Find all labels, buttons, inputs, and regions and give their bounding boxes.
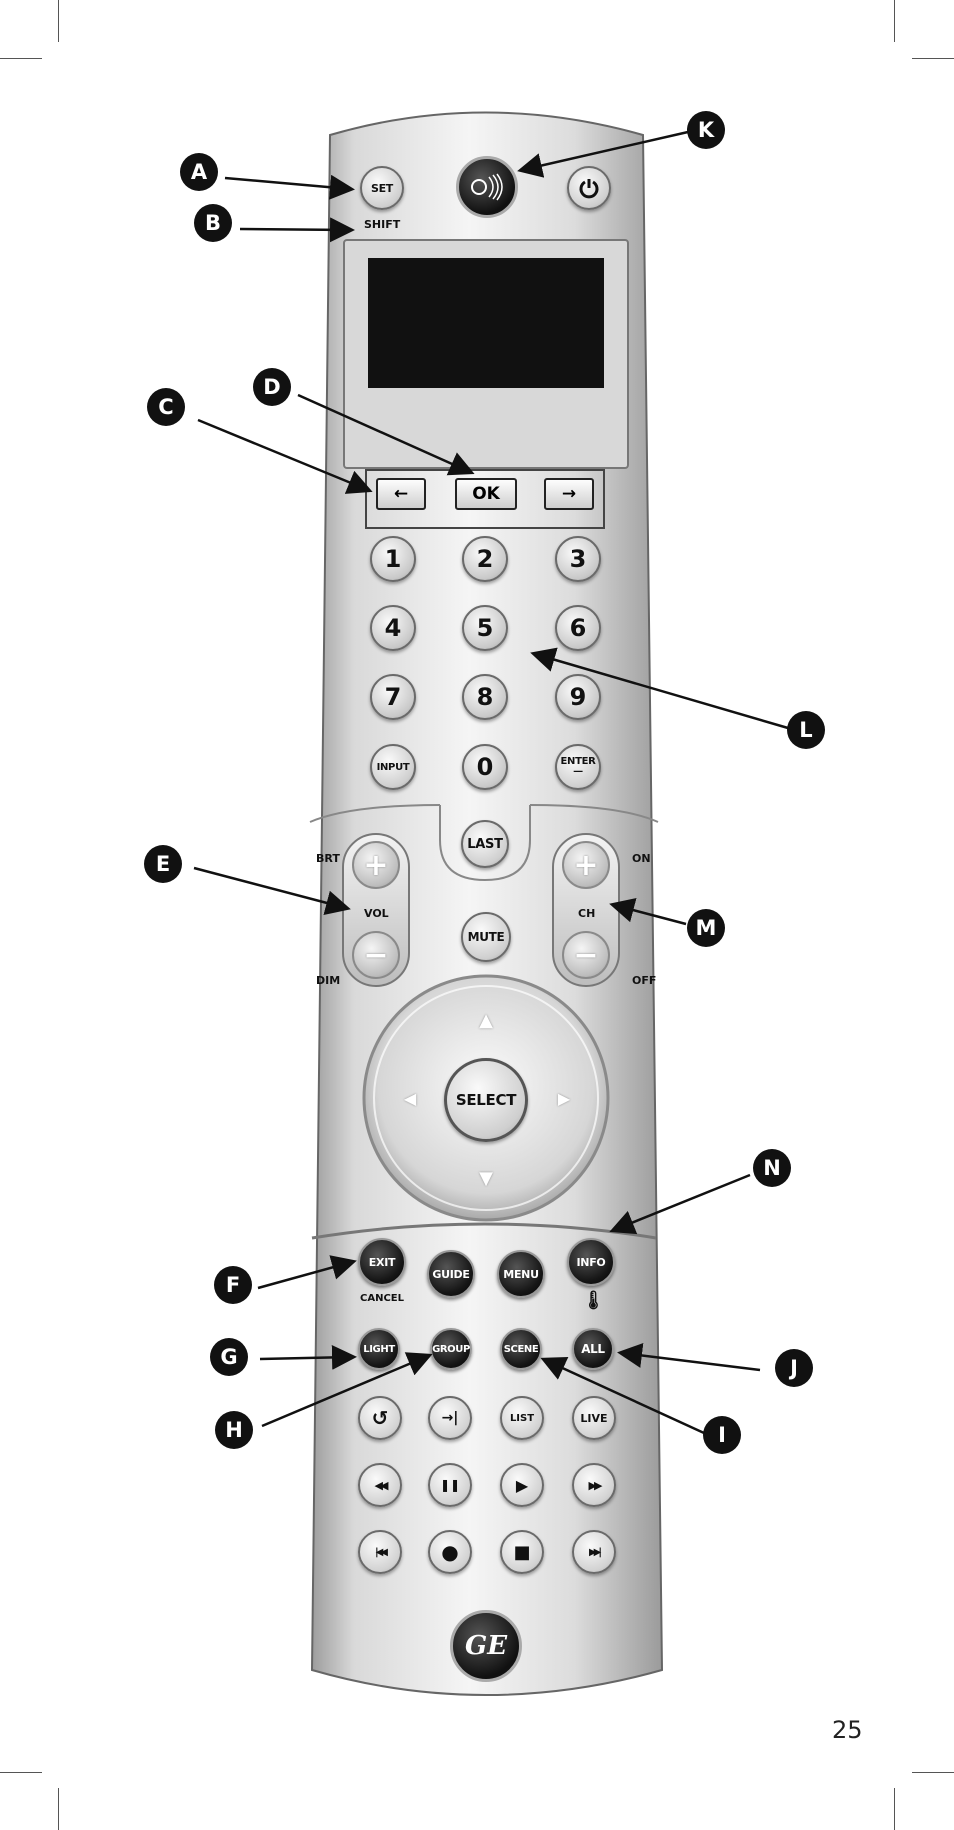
- callout-j: J: [775, 1349, 813, 1387]
- crop-mark: [0, 58, 42, 59]
- thermometer-icon: 🌡: [582, 1290, 605, 1311]
- crop-mark: [0, 1772, 42, 1773]
- callout-b: B: [194, 204, 232, 242]
- live-button[interactable]: LIVE: [572, 1396, 616, 1440]
- skip-button[interactable]: →|: [428, 1396, 472, 1440]
- crop-mark: [894, 1788, 895, 1830]
- callout-h: H: [215, 1411, 253, 1449]
- on-label: ON: [632, 852, 651, 865]
- replay-button[interactable]: ↺: [358, 1396, 402, 1440]
- logo-button[interactable]: [456, 156, 518, 218]
- light-button[interactable]: LIGHT: [358, 1328, 400, 1370]
- set-button[interactable]: SET: [360, 166, 404, 210]
- callout-e: E: [144, 845, 182, 883]
- callout-f: F: [214, 1266, 252, 1304]
- off-label: OFF: [632, 974, 657, 987]
- digit-7-button[interactable]: 7: [370, 674, 416, 720]
- shift-label: SHIFT: [364, 218, 401, 231]
- mute-button[interactable]: MUTE: [461, 912, 511, 962]
- nav-right-button[interactable]: →: [544, 478, 594, 510]
- group-button[interactable]: GROUP: [430, 1328, 472, 1370]
- all-button[interactable]: ALL: [572, 1328, 614, 1370]
- crop-mark: [912, 58, 954, 59]
- digit-6-button[interactable]: 6: [555, 605, 601, 651]
- previous-button[interactable]: |◀◀: [358, 1530, 402, 1574]
- enter-label: ENTER: [560, 756, 596, 767]
- digit-9-button[interactable]: 9: [555, 674, 601, 720]
- brand-icon: [471, 173, 503, 201]
- digit-2-button[interactable]: 2: [462, 536, 508, 582]
- dpad-left-button[interactable]: ◀: [403, 1088, 417, 1108]
- dpad-right-button[interactable]: ▶: [557, 1088, 571, 1108]
- callout-a: A: [180, 153, 218, 191]
- volume-rocker: + VOL −: [342, 833, 410, 987]
- info-button[interactable]: INFO: [567, 1238, 615, 1286]
- select-button[interactable]: SELECT: [444, 1058, 528, 1142]
- dpad-up-button[interactable]: ▲: [479, 1009, 493, 1031]
- guide-button[interactable]: GUIDE: [427, 1250, 475, 1298]
- callout-d: D: [253, 368, 291, 406]
- power-icon: [579, 179, 599, 199]
- digit-0-button[interactable]: 0: [462, 744, 508, 790]
- next-button[interactable]: ▶▶|: [572, 1530, 616, 1574]
- digit-3-button[interactable]: 3: [555, 536, 601, 582]
- digit-8-button[interactable]: 8: [462, 674, 508, 720]
- callout-g: G: [210, 1338, 248, 1376]
- ok-button[interactable]: OK: [455, 478, 517, 510]
- enter-sub-label: —: [573, 766, 583, 777]
- list-button[interactable]: LIST: [500, 1396, 544, 1440]
- volume-up-button[interactable]: +: [352, 841, 400, 889]
- fast-forward-button[interactable]: ▶▶: [572, 1463, 616, 1507]
- enter-button[interactable]: ENTER —: [555, 744, 601, 790]
- volume-down-button[interactable]: −: [352, 931, 400, 979]
- rewind-button[interactable]: ◀◀: [358, 1463, 402, 1507]
- digit-5-button[interactable]: 5: [462, 605, 508, 651]
- callout-i: I: [703, 1416, 741, 1454]
- page-number: 25: [832, 1716, 863, 1744]
- callout-k: K: [687, 111, 725, 149]
- pause-button[interactable]: ❚❚: [428, 1463, 472, 1507]
- channel-rocker: + CH −: [552, 833, 620, 987]
- record-button[interactable]: ●: [428, 1530, 472, 1574]
- exit-button[interactable]: EXIT: [358, 1238, 406, 1286]
- play-button[interactable]: ▶: [500, 1463, 544, 1507]
- nav-left-button[interactable]: ←: [376, 478, 426, 510]
- ch-label: CH: [578, 907, 596, 920]
- digit-4-button[interactable]: 4: [370, 605, 416, 651]
- callout-l: L: [787, 711, 825, 749]
- digit-1-button[interactable]: 1: [370, 536, 416, 582]
- vol-label: VOL: [364, 907, 389, 920]
- channel-down-button[interactable]: −: [562, 931, 610, 979]
- menu-button[interactable]: MENU: [497, 1250, 545, 1298]
- crop-mark: [894, 0, 895, 42]
- crop-mark: [58, 1788, 59, 1830]
- brt-label: BRT: [316, 852, 340, 865]
- ge-logo: GE: [450, 1610, 522, 1682]
- callout-n: N: [753, 1149, 791, 1187]
- scene-button[interactable]: SCENE: [500, 1328, 542, 1370]
- cancel-label: CANCEL: [360, 1293, 404, 1304]
- input-button[interactable]: INPUT: [370, 744, 416, 790]
- power-button[interactable]: [567, 166, 611, 210]
- stop-button[interactable]: ■: [500, 1530, 544, 1574]
- channel-up-button[interactable]: +: [562, 841, 610, 889]
- callout-m: M: [687, 909, 725, 947]
- dpad-down-button[interactable]: ▼: [479, 1167, 493, 1189]
- crop-mark: [912, 1772, 954, 1773]
- dim-label: DIM: [316, 974, 341, 987]
- crop-mark: [58, 0, 59, 42]
- last-button[interactable]: LAST: [461, 820, 509, 868]
- callout-c: C: [147, 388, 185, 426]
